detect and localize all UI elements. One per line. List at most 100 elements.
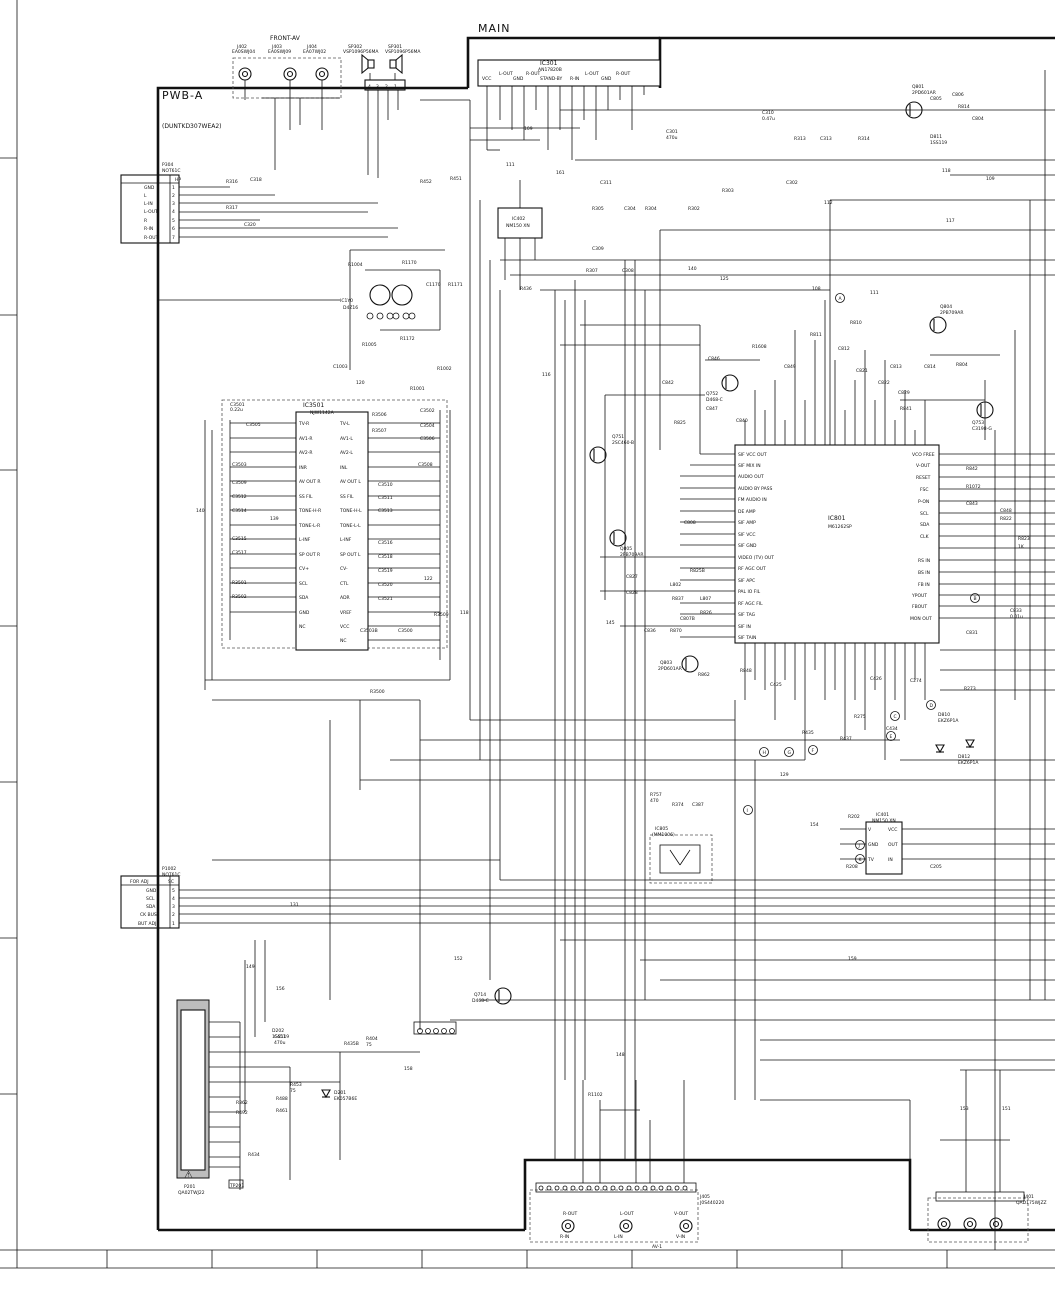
svg-text:R434: R434 — [248, 1152, 260, 1158]
ic801-left-pins: SIF VCC OUT SIF MIX IN AUDIO OUT AUDIO B… — [738, 452, 774, 641]
jack-j402-ref: J402 — [236, 44, 247, 50]
svg-text:109: 109 — [986, 176, 995, 182]
svg-text:SIF GND: SIF GND — [738, 543, 757, 549]
svg-text:Q751: Q751 — [612, 434, 624, 440]
ic3501: IC3501 NJW1142A TV-R AV1-R AV2-R INR AV … — [204, 399, 451, 695]
svg-text:AUDIO OUT: AUDIO OUT — [738, 474, 764, 480]
svg-text:V-OUT: V-OUT — [916, 463, 930, 469]
svg-text:R811: R811 — [810, 332, 822, 338]
svg-text:SIF VCC OUT: SIF VCC OUT — [738, 452, 767, 458]
svg-text:RF AGC OUT: RF AGC OUT — [738, 566, 766, 572]
svg-text:C3505: C3505 — [246, 422, 261, 428]
c320-label: C320 — [244, 222, 256, 228]
svg-text:129: 129 — [780, 772, 789, 778]
hp-pin-name: R-OUT — [144, 235, 159, 241]
svg-text:C840: C840 — [736, 418, 748, 424]
svg-text:1: 1 — [394, 84, 397, 90]
svg-text:C843: C843 — [966, 501, 978, 507]
q751: Q751 2SC460-B — [589, 434, 634, 464]
svg-text:C806: C806 — [952, 92, 964, 98]
svg-text:A: A — [839, 296, 843, 302]
svg-text:Q752: Q752 — [706, 391, 718, 397]
svg-text:C822: C822 — [878, 380, 890, 386]
svg-text:R303: R303 — [722, 188, 734, 194]
svg-text:C814: C814 — [924, 364, 936, 370]
sheet-frame — [0, 0, 1055, 1269]
p201-part: QA02TWJ22 — [178, 1190, 205, 1196]
svg-text:C3508: C3508 — [418, 462, 433, 468]
sp301-ref: SP301 — [388, 44, 402, 50]
routing-wires — [158, 70, 1055, 1250]
svg-text:156: 156 — [276, 986, 285, 992]
svg-text:RESET: RESET — [916, 475, 931, 481]
svg-text:FB IN: FB IN — [918, 582, 930, 588]
svg-text:EKZ6P1A: EKZ6P1A — [958, 760, 979, 766]
svg-text:GND: GND — [513, 76, 524, 82]
front-av-label: FRONT-AV — [270, 35, 301, 42]
svg-text:R313: R313 — [794, 136, 806, 142]
hp-pin-name: R-IN — [144, 226, 153, 232]
svg-text:C812: C812 — [838, 346, 850, 352]
svg-text:VIDEO (TV) OUT: VIDEO (TV) OUT — [738, 555, 774, 561]
svg-text:R492: R492 — [236, 1110, 248, 1116]
svg-text:111: 111 — [506, 162, 515, 168]
c318-label: C318 — [250, 177, 262, 183]
adj-pin-rows: GND 5 SCL 4 SDA 3 CK BUS 2 BUT ADJ 1 — [138, 888, 175, 927]
svg-text:C451: C451 — [274, 1034, 286, 1040]
svg-text:0.01u: 0.01u — [1010, 614, 1023, 620]
svg-text:470: 470 — [650, 798, 659, 804]
svg-text:R307: R307 — [586, 268, 598, 274]
svg-text:K: K — [859, 857, 863, 863]
svg-text:R273: R273 — [964, 686, 976, 692]
svg-text:Q803: Q803 — [660, 660, 672, 666]
svg-text:120: 120 — [356, 380, 365, 386]
svg-text:(MM1006): (MM1006) — [652, 832, 675, 838]
svg-text:R404: R404 — [366, 1036, 378, 1042]
svg-text:V: V — [868, 827, 872, 833]
svg-text:BS IN: BS IN — [918, 570, 930, 576]
svg-text:C836: C836 — [644, 628, 656, 634]
jack-j403-ref: J403 — [271, 44, 282, 50]
svg-text:C313: C313 — [820, 136, 832, 142]
svg-text:IC401: IC401 — [876, 812, 889, 818]
svg-text:SP OUT L: SP OUT L — [340, 552, 361, 558]
svg-text:149: 149 — [246, 964, 255, 970]
svg-text:C3509: C3509 — [232, 480, 247, 486]
jack-j404-part: EA07WJ02 — [303, 49, 326, 55]
svg-text:R275: R275 — [854, 714, 866, 720]
svg-text:109: 109 — [524, 126, 533, 132]
svg-text:J405: J405 — [699, 1194, 710, 1200]
svg-text:158: 158 — [404, 1066, 413, 1072]
svg-text:SS FIL: SS FIL — [299, 494, 313, 500]
svg-text:YPOUT: YPOUT — [911, 593, 927, 599]
q753: Q753 C3198-G — [972, 401, 994, 432]
svg-text:MON OUT: MON OUT — [910, 616, 932, 622]
svg-text:J: J — [858, 843, 860, 849]
svg-text:FBOUT: FBOUT — [912, 604, 927, 610]
rear-av-jacks: R-OUT L-OUT V-OUT R-IN L-IN V-IN AV-1 J4… — [529, 1080, 724, 1250]
svg-text:L-INF: L-INF — [299, 537, 311, 543]
svg-text:R3507: R3507 — [372, 428, 387, 434]
hp-pin-rows: GND 1 L 2 L-IN 3 L-OUT 4 R 5 R-IN 6 R-OU… — [144, 185, 175, 241]
svg-text:152: 152 — [454, 956, 463, 962]
svg-text:C805: C805 — [930, 96, 942, 102]
svg-text:SS FIL: SS FIL — [340, 494, 354, 500]
tp201-label: TP201 — [229, 1183, 244, 1189]
r316-label: R316 — [226, 179, 238, 185]
svg-text:C309: C309 — [592, 246, 604, 252]
svg-text:2: 2 — [385, 84, 388, 90]
svg-text:R3506: R3506 — [372, 412, 387, 418]
svg-text:FM AUDIO IN: FM AUDIO IN — [738, 497, 767, 503]
svg-text:L-IN: L-IN — [614, 1234, 623, 1240]
svg-text:VCC: VCC — [888, 827, 897, 833]
test-points: A B C D E F G H I J K — [743, 293, 980, 864]
svg-text:D812: D812 — [958, 754, 970, 760]
power-connector: ⚠ P201 QA02TWJ22 TP201 C451 470u R453 75… — [176, 940, 420, 1196]
svg-text:RF AGC FIL: RF AGC FIL — [738, 601, 763, 607]
svg-text:159: 159 — [848, 956, 857, 962]
svg-text:R452: R452 — [420, 179, 432, 185]
svg-text:111: 111 — [870, 290, 879, 296]
hp-pin-num: 7 — [172, 235, 175, 241]
